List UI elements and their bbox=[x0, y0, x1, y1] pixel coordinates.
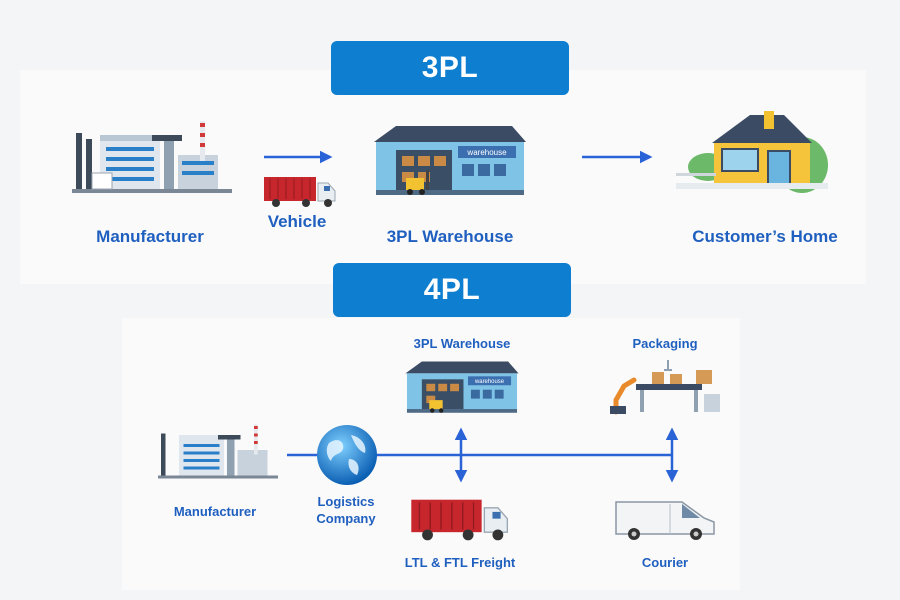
threepl-manufacturer-label: Manufacturer bbox=[96, 227, 204, 246]
house-icon bbox=[676, 111, 828, 193]
warehouse-sign: warehouse bbox=[466, 148, 507, 157]
courier-van-icon bbox=[615, 501, 715, 540]
factory-icon bbox=[158, 424, 278, 479]
fourpl-courier-label: Courier bbox=[641, 555, 689, 570]
logistics-label-line1: Logistics bbox=[317, 494, 375, 509]
packaging-robot-icon bbox=[610, 360, 720, 415]
fourpl-title-banner: 4PL bbox=[333, 263, 571, 317]
fourpl-warehouse-label: 3PL Warehouse bbox=[413, 336, 511, 351]
threepl-title-banner: 3PL bbox=[331, 41, 569, 95]
fourpl-freight-label: LTL & FTL Freight bbox=[404, 555, 516, 570]
factory-icon bbox=[72, 121, 232, 193]
warehouse-icon: warehouse bbox=[374, 126, 526, 195]
threepl-customer-home-label: Customer’s Home bbox=[692, 227, 838, 246]
globe-icon bbox=[317, 425, 377, 485]
freight-truck-icon bbox=[411, 499, 509, 541]
logistics-label-line2: Company bbox=[316, 511, 376, 526]
truck-icon bbox=[264, 177, 336, 207]
fourpl-logistics-company-label: Logistics Company bbox=[296, 493, 396, 527]
threepl-warehouse-label: 3PL Warehouse bbox=[386, 227, 514, 246]
warehouse-icon: warehouse bbox=[405, 361, 519, 413]
fourpl-manufacturer-label: Manufacturer bbox=[173, 504, 257, 519]
threepl-vehicle-label: Vehicle bbox=[267, 212, 327, 231]
fourpl-packaging-label: Packaging bbox=[632, 336, 698, 351]
warehouse-sign: warehouse bbox=[474, 379, 505, 385]
